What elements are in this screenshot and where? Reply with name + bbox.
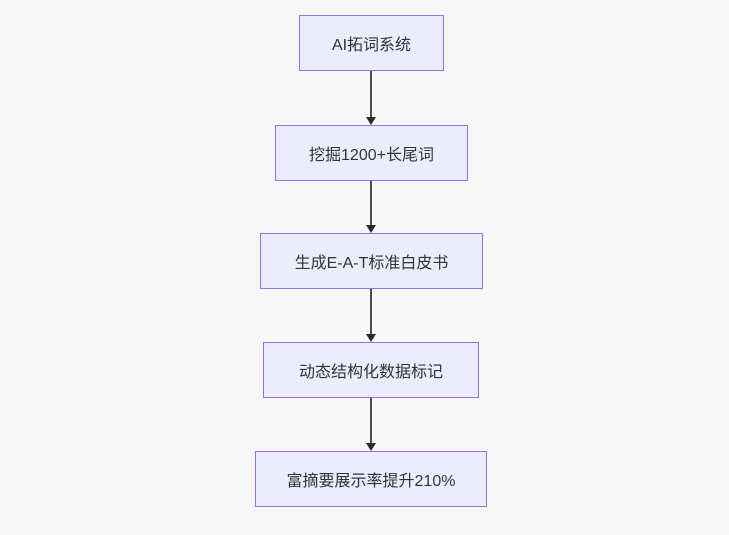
flow-node-label: 挖掘1200+长尾词 bbox=[309, 147, 434, 164]
flow-node-label: AI拓词系统 bbox=[331, 37, 412, 54]
flow-node-dynamic-structured-data-markup: 动态结构化数据标记 bbox=[263, 342, 479, 398]
flow-node-label: 富摘要展示率提升210% bbox=[286, 473, 456, 490]
flow-node-rich-snippet-rate-increase: 富摘要展示率提升210% bbox=[255, 451, 487, 507]
arrow-shaft bbox=[370, 289, 372, 334]
arrow-shaft bbox=[370, 398, 372, 443]
arrow-shaft bbox=[370, 181, 372, 225]
flow-arrow-2-down-icon bbox=[366, 181, 376, 233]
flow-arrow-1-down-icon bbox=[366, 71, 376, 125]
flow-node-label: 生成E-A-T标准白皮书 bbox=[294, 255, 449, 272]
flow-node-generate-eat-whitepaper: 生成E-A-T标准白皮书 bbox=[260, 233, 483, 289]
flow-node-ai-word-expansion-system: AI拓词系统 bbox=[299, 15, 444, 71]
flow-node-mine-longtail-keywords: 挖掘1200+长尾词 bbox=[275, 125, 468, 181]
arrow-shaft bbox=[370, 71, 372, 117]
arrow-head-icon bbox=[366, 443, 376, 451]
flow-arrow-3-down-icon bbox=[366, 289, 376, 342]
arrow-head-icon bbox=[366, 117, 376, 125]
flow-arrow-4-down-icon bbox=[366, 398, 376, 451]
flow-node-label: 动态结构化数据标记 bbox=[298, 364, 443, 381]
arrow-head-icon bbox=[366, 334, 376, 342]
arrow-head-icon bbox=[366, 225, 376, 233]
